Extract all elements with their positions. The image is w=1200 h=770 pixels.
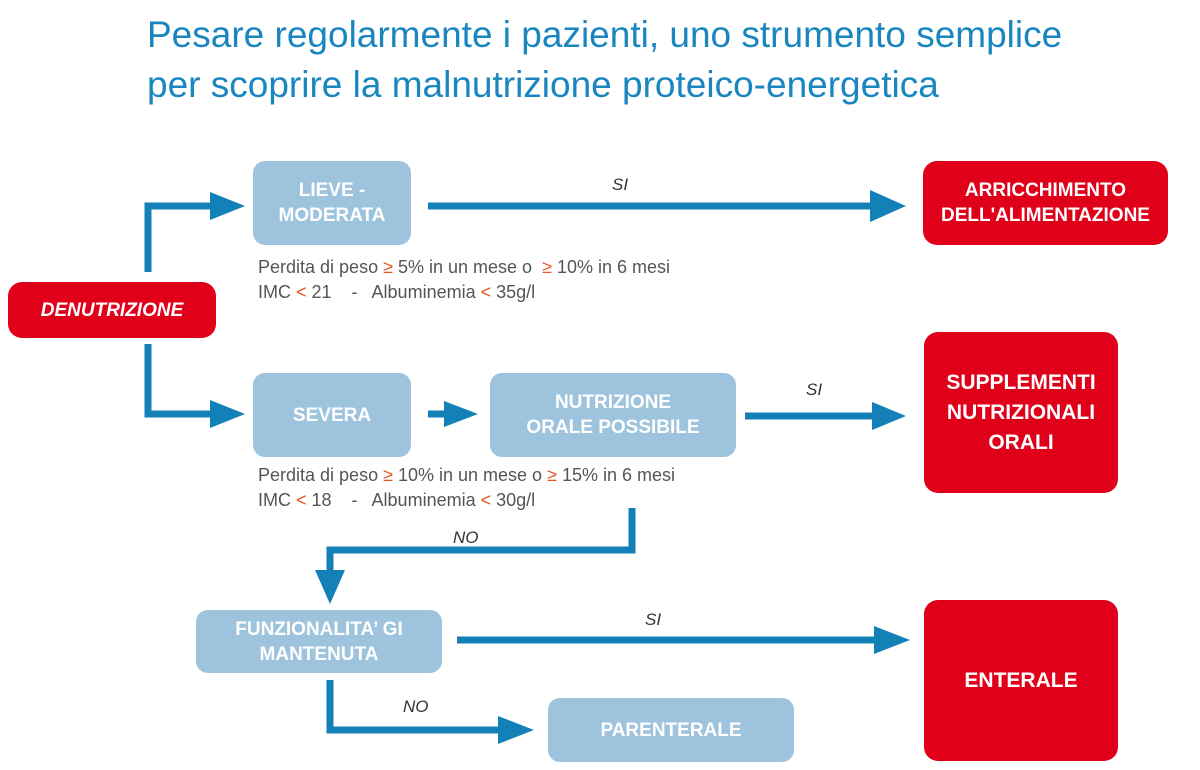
lieve-line-1: LIEVE - (298, 180, 366, 201)
edge-label-no-nutrizione: NO (453, 528, 479, 547)
denutrizione-node: DENUTRIZIONE (8, 282, 216, 338)
criteria-text: 21 - Albuminemia (306, 282, 481, 302)
arrow-denutrizione-to-lieve (144, 202, 212, 272)
title-line-1: Pesare regolarmente i pazienti, uno stru… (147, 14, 1063, 55)
lieve-moderata-node: LIEVE - MODERATA (253, 161, 411, 245)
criteria-lieve-row-2: IMC < 21 - Albuminemia < 35g/l (258, 280, 670, 305)
criteria-text: 30g/l (491, 490, 536, 510)
arricchimento-line-2: DELL'ALIMENTAZIONE (941, 205, 1150, 226)
criteria-text: 35g/l (491, 282, 536, 302)
criteria-symbol: ≥ (383, 257, 393, 277)
edge-label-si-lieve: SI (612, 175, 629, 194)
severa-node: SEVERA (253, 373, 411, 457)
criteria-symbol: < (480, 490, 492, 510)
criteria-text: IMC (258, 490, 296, 510)
nutrizione-line-1: NUTRIZIONE (554, 392, 672, 413)
severa-label: SEVERA (292, 404, 372, 426)
criteria-lieve: Perdita di peso ≥ 5% in un mese o ≥ 10% … (258, 255, 670, 305)
criteria-symbol: < (296, 490, 307, 510)
criteria-symbol: ≥ (547, 465, 557, 485)
parenterale-label: PARENTERALE (600, 719, 742, 741)
arrowhead-severa (210, 400, 245, 428)
supplementi-line-2: NUTRIZIONALI (946, 400, 1096, 424)
criteria-text: 5% in un mese o (392, 257, 543, 277)
nutrizione-orale-node: NUTRIZIONE ORALE POSSIBILE (490, 373, 736, 457)
edge-label-si-funzionalita: SI (645, 610, 662, 629)
enterale-label: ENTERALE (964, 668, 1078, 692)
edge-label-si-nutrizione: SI (806, 380, 823, 399)
arrow-funzionalita-no-to-parenterale (326, 680, 500, 734)
funzionalita-line-1: FUNZIONALITA’ GI (235, 618, 403, 640)
criteria-symbol: ≥ (542, 257, 552, 277)
funzionalita-gi-node: FUNZIONALITA’ GI MANTENUTA (196, 610, 442, 673)
criteria-text: Perdita di peso (258, 465, 384, 485)
criteria-text: 18 - Albuminemia (306, 490, 481, 510)
criteria-severa-row-2: IMC < 18 - Albuminemia < 30g/l (258, 488, 675, 513)
funzionalita-line-2: MANTENUTA (259, 643, 379, 665)
criteria-lieve-row-1: Perdita di peso ≥ 5% in un mese o ≥ 10% … (258, 255, 670, 280)
denutrizione-label: DENUTRIZIONE (40, 299, 184, 321)
title-line-2: per scoprire la malnutrizione proteico-e… (147, 64, 939, 105)
supplementi-line-3: ORALI (988, 430, 1054, 454)
arrowhead-lieve (210, 192, 245, 220)
criteria-symbol: < (480, 282, 492, 302)
criteria-text: Perdita di peso (258, 257, 384, 277)
arrow-nutrizione-no-to-funzionalita (326, 508, 636, 572)
arrowhead-parenterale (498, 716, 534, 744)
lieve-line-2: MODERATA (278, 205, 386, 226)
arrowhead-nutrizione (444, 401, 478, 427)
edge-label-no-funzionalita: NO (403, 697, 429, 716)
page-title: Pesare regolarmente i pazienti, uno stru… (147, 10, 1197, 110)
supplementi-node: SUPPLEMENTI NUTRIZIONALI ORALI (924, 332, 1118, 493)
criteria-severa-row-1: Perdita di peso ≥ 10% in un mese o ≥ 15%… (258, 463, 675, 488)
criteria-text: 10% in un mese o (392, 465, 548, 485)
arrowhead-arricchimento (870, 190, 906, 222)
arrowhead-enterale (874, 626, 910, 654)
criteria-severa: Perdita di peso ≥ 10% in un mese o ≥ 15%… (258, 463, 675, 513)
criteria-symbol: ≥ (383, 465, 393, 485)
arrowhead-funzionalita (315, 570, 345, 604)
arrowhead-supplementi (872, 402, 906, 430)
parenterale-node: PARENTERALE (548, 698, 794, 762)
criteria-symbol: < (296, 282, 307, 302)
arricchimento-node: ARRICCHIMENTO DELL'ALIMENTAZIONE (923, 161, 1168, 245)
arricchimento-line-1: ARRICCHIMENTO (964, 180, 1127, 201)
criteria-text: 10% in 6 mesi (551, 257, 671, 277)
criteria-text: IMC (258, 282, 296, 302)
criteria-text: 15% in 6 mesi (556, 465, 676, 485)
enterale-node: ENTERALE (924, 600, 1118, 761)
nutrizione-line-2: ORALE POSSIBILE (526, 417, 700, 438)
supplementi-line-1: SUPPLEMENTI (946, 370, 1096, 394)
arrow-denutrizione-to-severa (144, 344, 212, 418)
